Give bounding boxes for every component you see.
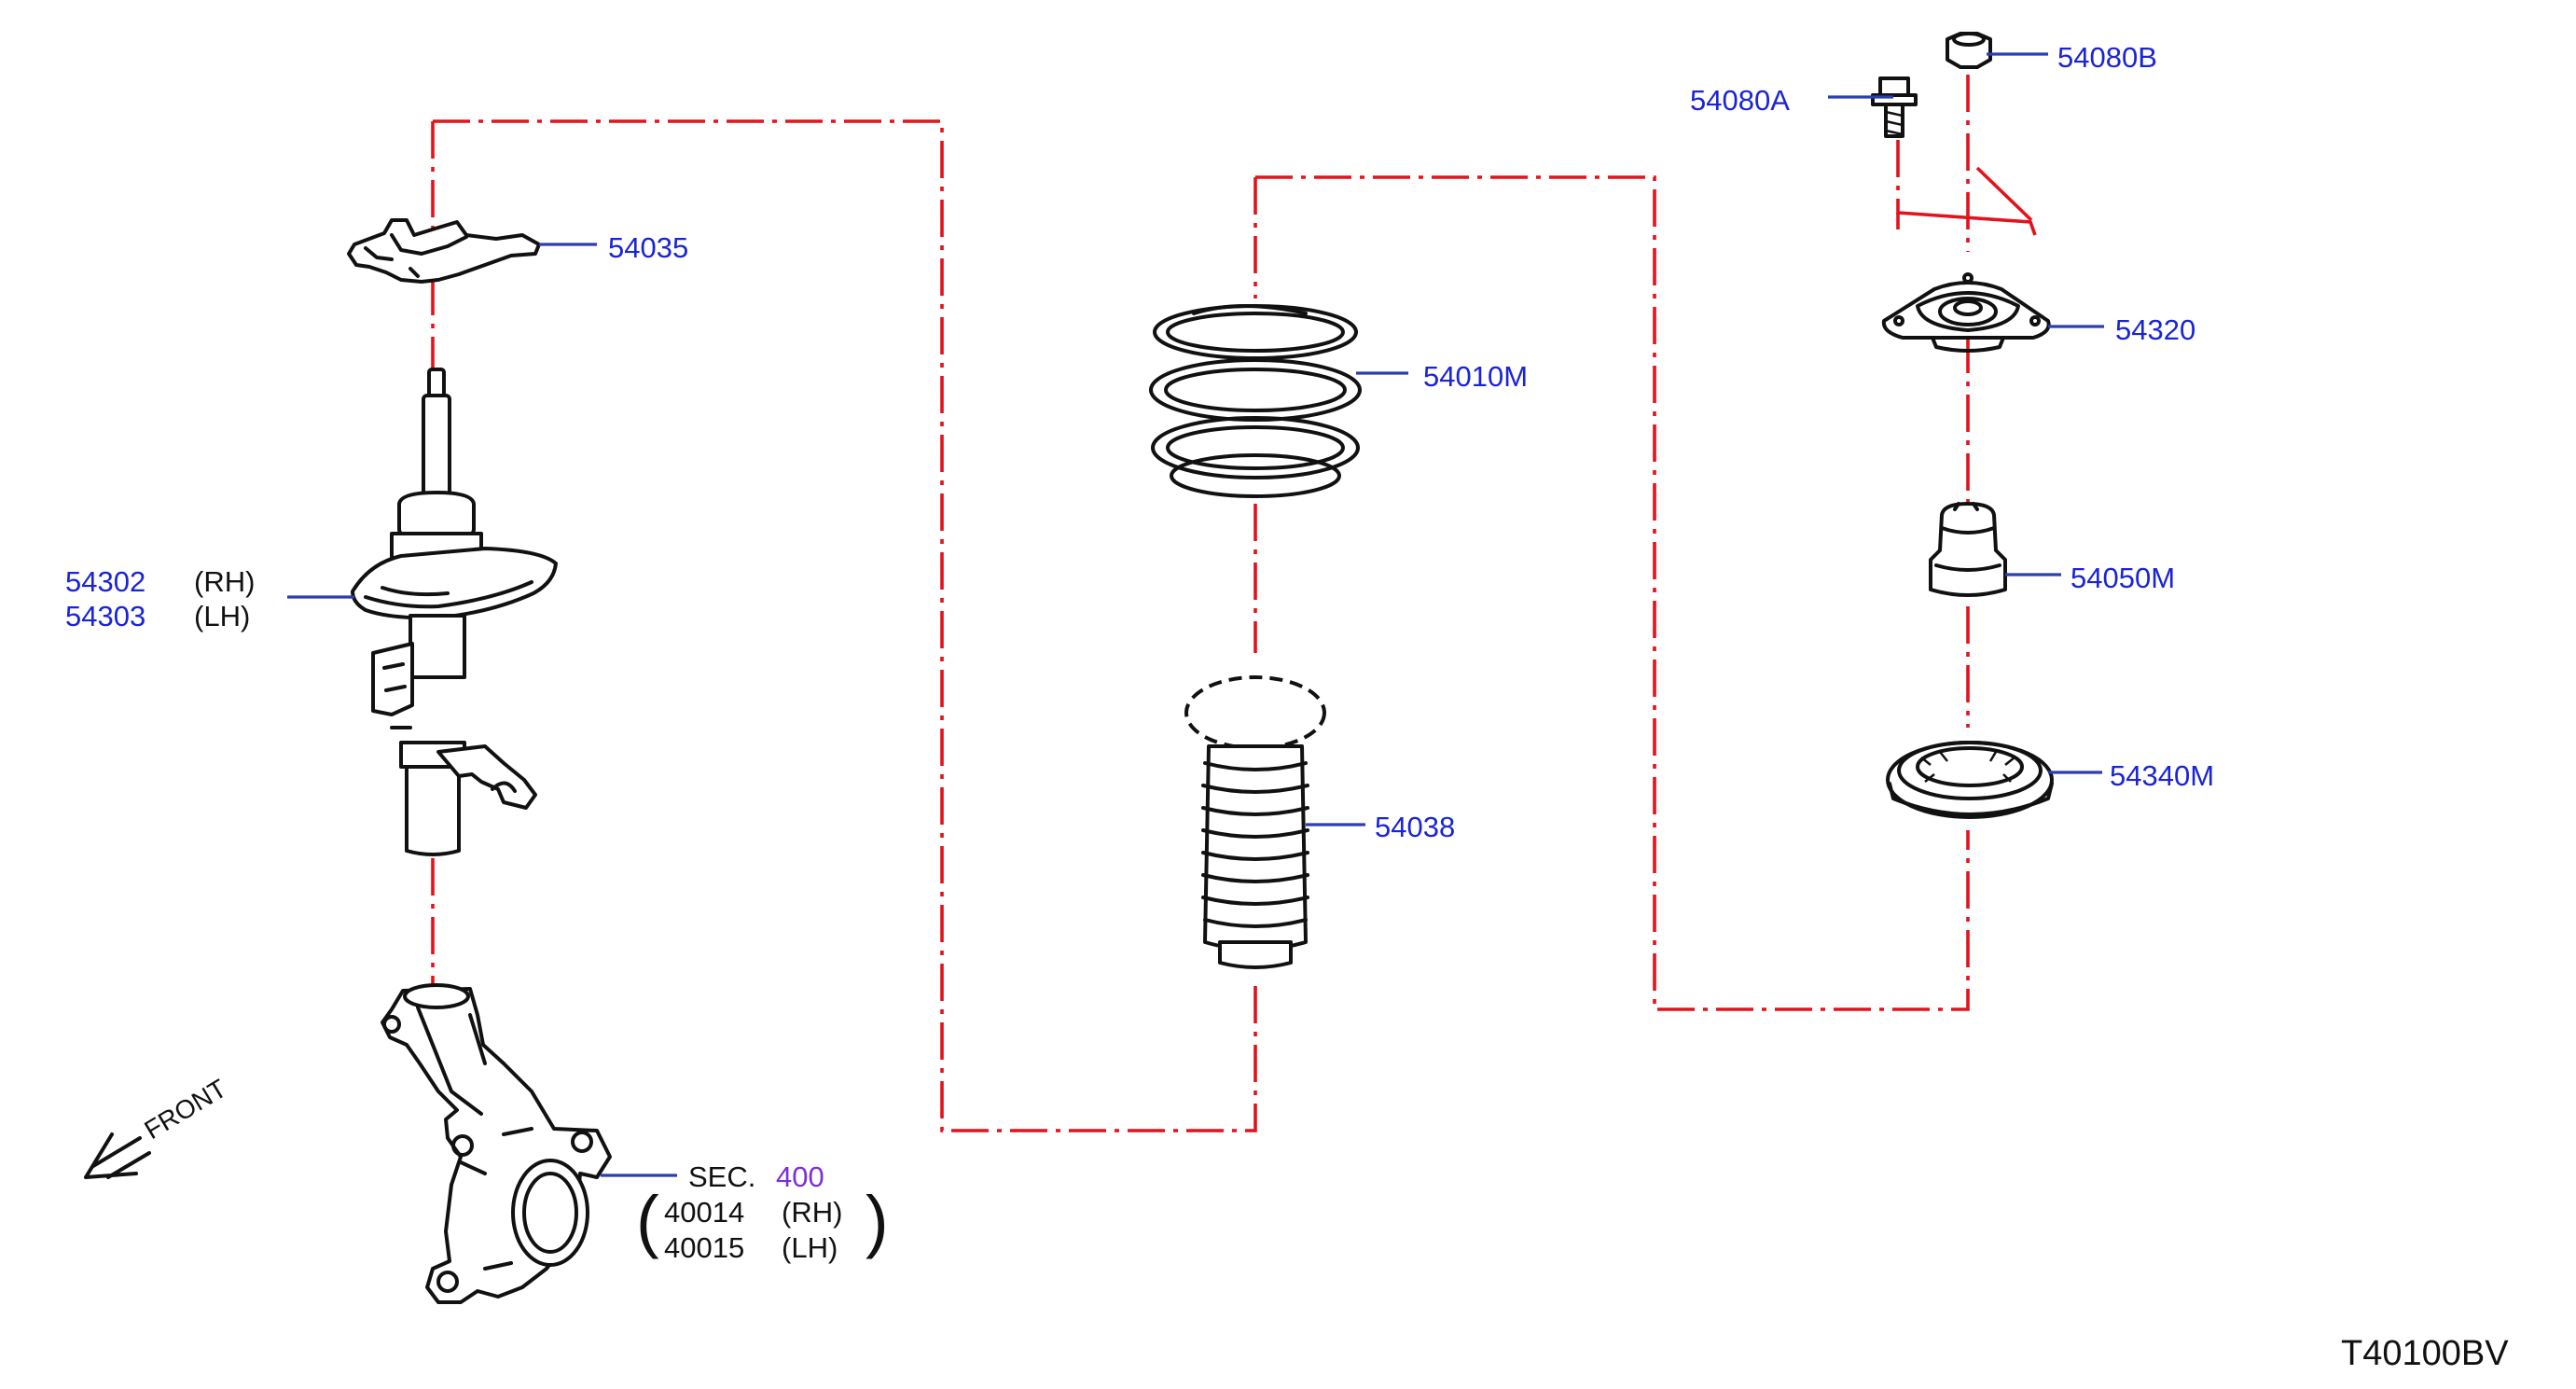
label-54302-side: (RH): [194, 565, 256, 598]
label-54080A[interactable]: 54080A: [1690, 84, 1790, 117]
diagram-code: T40100BV: [2341, 1334, 2509, 1373]
section-item-part: 40015: [664, 1231, 745, 1264]
assembly-lines: [431, 75, 2037, 1132]
section-item-side: (RH): [782, 1196, 843, 1229]
label-54320[interactable]: 54320: [2115, 313, 2196, 346]
part-54050M-bump-stop[interactable]: [1929, 502, 2007, 597]
section-item-part: 40014: [664, 1196, 745, 1229]
section-item-side: (LH): [782, 1231, 838, 1264]
part-54080A-bolt[interactable]: [1871, 76, 1918, 138]
label-54302[interactable]: 54302: [65, 565, 146, 598]
front-arrow-icon: [84, 1132, 151, 1179]
label-54303-side: (LH): [194, 600, 251, 632]
part-54340M-bearing[interactable]: [1886, 741, 2054, 819]
label-54303[interactable]: 54303: [65, 600, 146, 632]
section-number-link[interactable]: 400: [776, 1160, 824, 1193]
part-54038-dust-boot[interactable]: [1184, 675, 1326, 969]
right-parenthesis: ): [866, 1182, 889, 1259]
section-prefix: SEC.: [688, 1160, 756, 1193]
part-54302-strut-assembly[interactable]: [351, 368, 558, 856]
label-54340M[interactable]: 54340M: [2110, 759, 2215, 792]
label-54050M[interactable]: 54050M: [2070, 562, 2176, 594]
label-54035[interactable]: 54035: [608, 231, 689, 264]
part-54035-spring-seat[interactable]: [347, 218, 541, 284]
leader-lines: [287, 52, 2104, 1177]
part-54320-strut-mount[interactable]: [1881, 272, 2051, 353]
part-54080B-nut[interactable]: [1946, 32, 1992, 69]
label-54010M[interactable]: 54010M: [1423, 360, 1529, 393]
label-54038[interactable]: 54038: [1375, 811, 1456, 843]
part-sec-400-steering-knuckle[interactable]: [381, 983, 612, 1304]
left-parenthesis: (: [636, 1182, 659, 1259]
label-54080B[interactable]: 54080B: [2057, 41, 2157, 74]
part-54010M-coil-spring[interactable]: [1149, 304, 1362, 498]
